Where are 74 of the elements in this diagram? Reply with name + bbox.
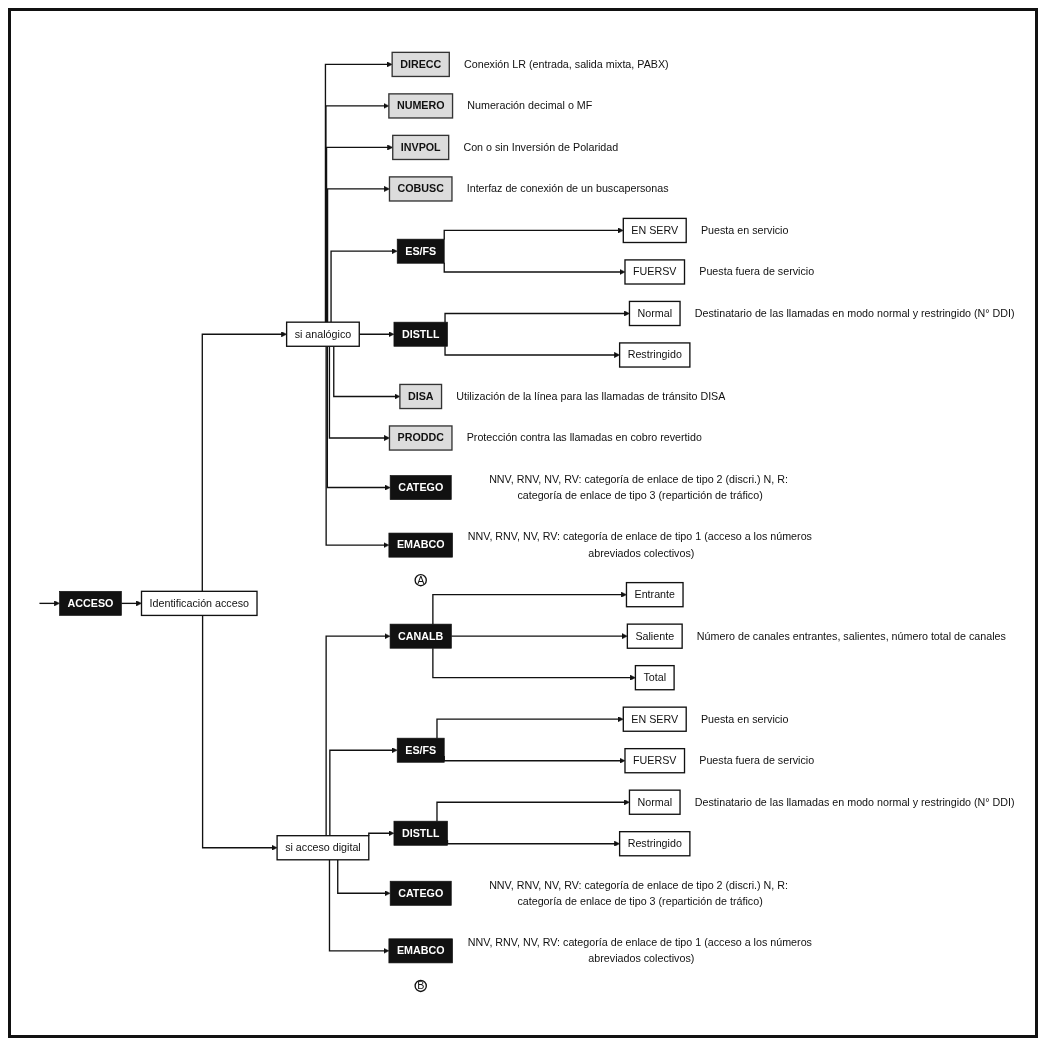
node-circle: A — [414, 573, 427, 587]
arrow — [324, 61, 393, 323]
node-label: Destinatario de las llamadas en modo normal y restringido (N° DDI) — [694, 796, 1015, 808]
node-label: Utilización de la línea para las llamadas de tránsito DISA — [456, 390, 726, 402]
node-label: Interfaz de conexión de un buscapersonas — [466, 182, 669, 195]
arrow — [326, 185, 390, 323]
arrow — [328, 859, 390, 954]
node-box: Entrante — [625, 581, 684, 608]
node-box: NUMERO — [388, 93, 454, 119]
node-label: Puesta fuera de servicio — [699, 265, 815, 278]
arrow — [38, 600, 60, 607]
node-box: DISA — [399, 383, 443, 410]
node-box: Restringido — [618, 342, 691, 368]
node-box: Total — [634, 664, 675, 691]
node-box: DISTLL — [393, 321, 448, 347]
node-box: Saliente — [626, 623, 683, 649]
node-box: Restringido — [618, 830, 691, 857]
node-label: Puesta fuera de servicio — [699, 754, 815, 766]
arrow — [337, 859, 391, 897]
node-box: ES/FS — [396, 238, 445, 264]
node-box: EN SERV — [622, 706, 687, 732]
arrow — [446, 839, 620, 847]
node-box: EN SERV — [622, 217, 687, 244]
node-circle: B — [414, 979, 427, 992]
arrow — [326, 345, 391, 491]
node-box: DIRECC — [391, 51, 450, 77]
arrow — [325, 633, 391, 837]
arrow — [368, 830, 395, 837]
node-label: Conexión LR (entrada, salida mixta, PABX) — [464, 58, 669, 70]
node-label: Destinatario de las llamadas en modo normal y restringido (N° DDI) — [694, 307, 1015, 319]
arrow — [328, 345, 390, 441]
node-box: INVPOL — [392, 134, 450, 160]
arrow — [325, 345, 390, 548]
arrow — [201, 331, 287, 592]
node-label: NNV, RNV, NV, RV: categoría de enlace de tipo 1 (acceso a los números abreviados colectivos) — [467, 530, 812, 559]
node-box: si analógico — [285, 321, 360, 347]
arrow — [432, 647, 636, 681]
arrow — [444, 310, 630, 323]
arrow — [330, 248, 398, 323]
node-box: EMABCO — [388, 938, 453, 964]
node-label: Numeración decimal o MF — [467, 99, 593, 112]
node-box: CATEGO — [389, 475, 452, 500]
arrow — [329, 747, 398, 837]
node-box: DISTLL — [393, 820, 448, 846]
node-label: Puesta en servicio — [700, 224, 789, 236]
node-box: ES/FS — [396, 737, 445, 763]
node-label: Puesta en servicio — [700, 713, 789, 725]
node-label: NNV, RNV, NV, RV: categoría de enlace de tipo 2 (discri.) N, R: categoría de enlace de tipo 3 (repartición de tráfico) — [489, 879, 789, 907]
node-box: PRODDC — [388, 425, 453, 451]
node-label: NNV, RNV, NV, RV: categoría de enlace de tipo 2 (discri.) N, R: categoría de enlace de tipo 3 (repartición de tráfico) — [489, 473, 789, 501]
arrow — [325, 102, 390, 323]
arrow — [443, 227, 624, 241]
node-box: Normal — [628, 300, 681, 327]
arrow — [201, 614, 278, 851]
arrow — [436, 716, 624, 739]
node-label: Número de canales entrantes, salientes, número total de canales — [696, 630, 1006, 642]
node-box: Identificación acceso — [140, 590, 258, 616]
node-label: Protección contra las llamadas en cobro revertido — [466, 431, 702, 444]
node-box: FUERSV — [624, 259, 686, 285]
node-box: COBUSC — [388, 176, 453, 202]
arrow — [432, 591, 627, 625]
node-box: ACCESO — [59, 590, 122, 616]
node-box: si acceso digital — [276, 834, 370, 861]
node-box: EMABCO — [388, 532, 453, 558]
arrow — [325, 144, 393, 323]
node-box: FUERSV — [624, 747, 686, 774]
node-box: Normal — [628, 789, 681, 815]
arrow — [450, 633, 628, 639]
arrow — [436, 799, 630, 822]
node-label: Con o sin Inversión de Polaridad — [463, 141, 619, 153]
node-box: CATEGO — [389, 880, 452, 906]
node-label: NNV, RNV, NV, RV: categoría de enlace de tipo 1 (acceso a los números abreviados colectivos) — [467, 936, 812, 965]
arrow — [444, 345, 620, 358]
node-box: CANALB — [389, 623, 452, 649]
